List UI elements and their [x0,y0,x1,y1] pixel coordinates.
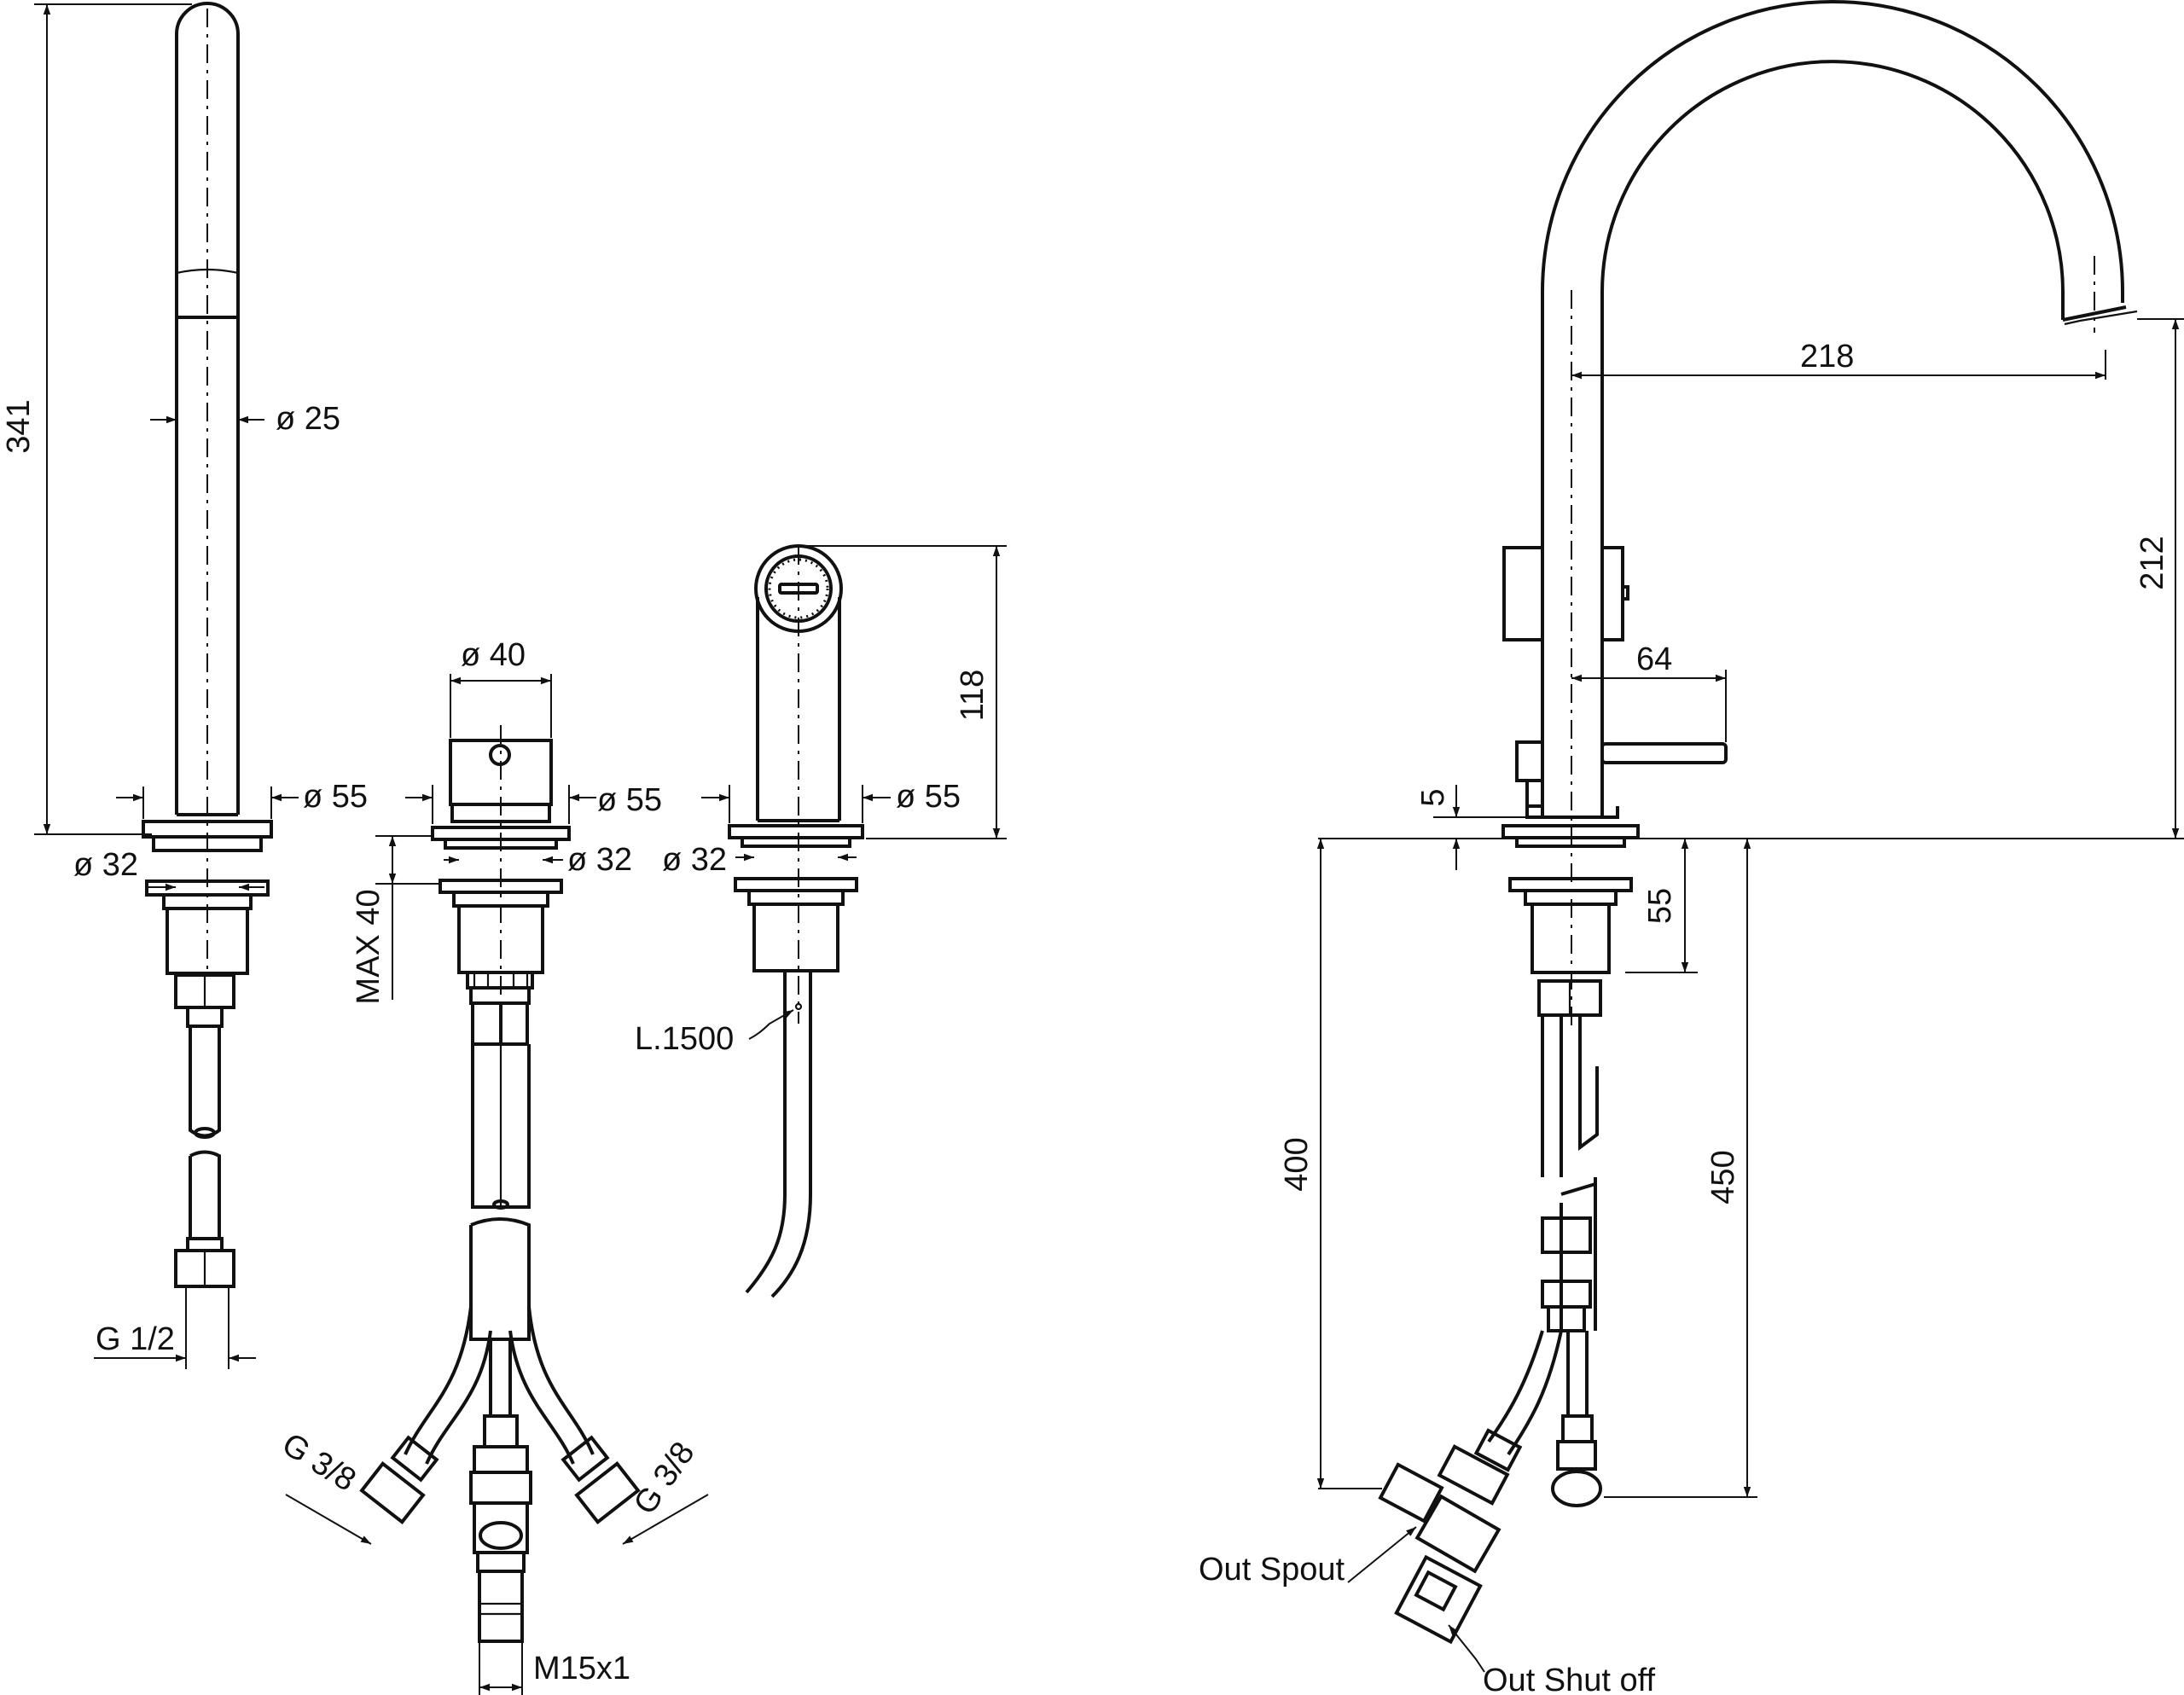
dim-dia-55-handshower: ø 55 [896,779,961,815]
dim-g-3-8-left: G 3/8 [276,1426,362,1499]
dim-g-3-8-right: G 3/8 [627,1436,702,1521]
dim-212: 212 [2135,536,2170,589]
dim-dia-55-spout: ø 55 [303,779,368,815]
dim-dia-32-spout: ø 32 [73,847,138,883]
dim-m15x1: M15x1 [533,1651,630,1686]
spout-dimensions: 341 ø 25 ø 55 ø 32 G 1/2 [1,3,368,1369]
dim-l-1500: L.1500 [635,1021,734,1057]
mixer-view [359,725,641,1643]
faucet-dimensions: 218 212 64 5 55 400 450 Out Spout Out Sh… [1199,318,2184,1695]
spout-view [142,2,273,1288]
dim-450: 450 [1705,1150,1741,1204]
dim-218: 218 [1800,339,1854,374]
dim-dia-32-handshower: ø 32 [662,842,727,878]
dim-dia-55-mixer: ø 55 [597,782,662,818]
dim-dia-40: ø 40 [461,637,526,673]
handshower-view [728,544,864,1298]
faucet-view [1378,0,2138,1645]
dim-g-1-2: G 1/2 [96,1321,175,1357]
handshower-dimensions: 118 ø 55 ø 32 L.1500 [635,545,1007,1057]
dim-dia-25: ø 25 [276,401,340,437]
label-out-shut-off: Out Shut off [1483,1663,1656,1695]
dim-400: 400 [1279,1137,1315,1191]
dim-64: 64 [1636,641,1672,677]
dim-341: 341 [1,399,37,453]
dim-max-40: MAX 40 [351,889,386,1004]
label-out-spout: Out Spout [1199,1552,1345,1588]
dim-118: 118 [955,670,990,722]
dim-dia-32-mixer: ø 32 [567,842,632,878]
dim-5: 5 [1415,788,1451,806]
dim-55-deck: 55 [1642,888,1678,924]
